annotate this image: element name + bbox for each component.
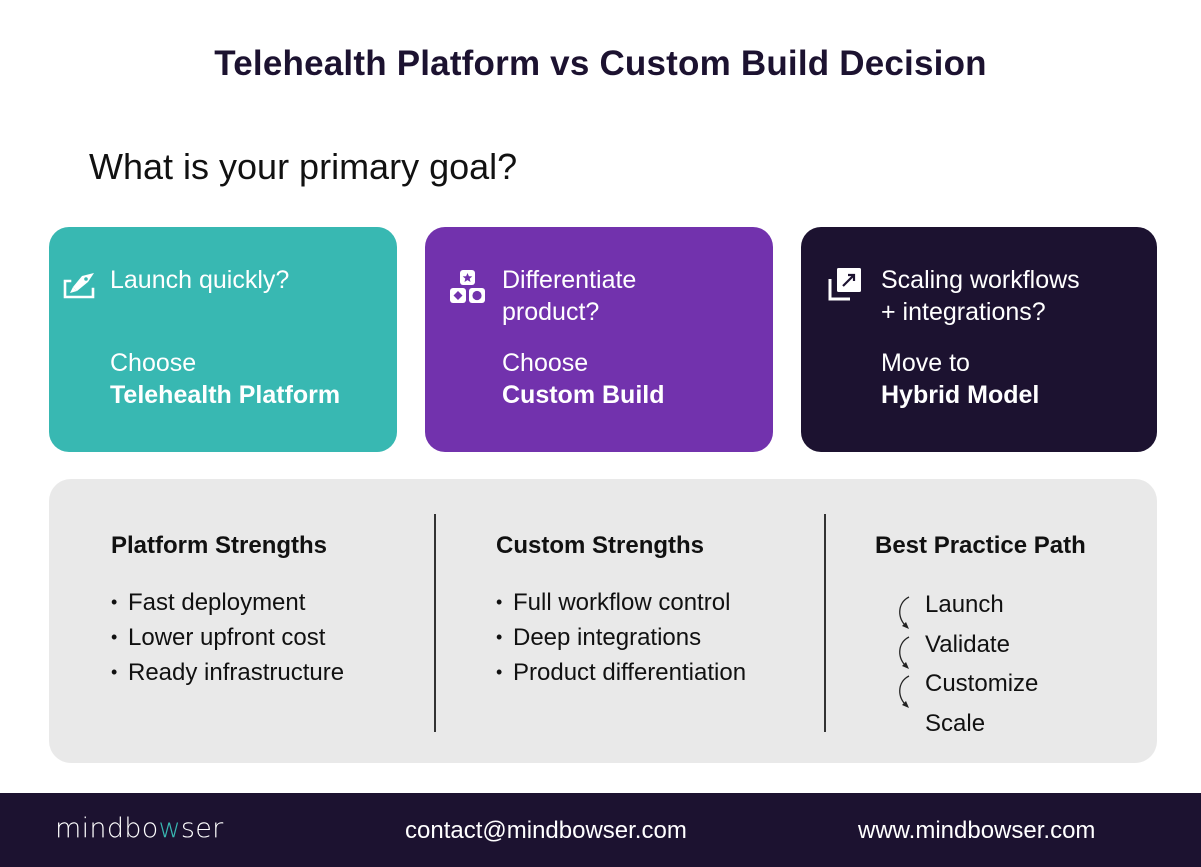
expand-scale-icon <box>828 267 864 303</box>
practice-path-steps: Launch Validate Customize Scale <box>899 585 1086 743</box>
footer: mindbowser contact@mindbowser.com www.mi… <box>0 793 1201 867</box>
contact-email-link[interactable]: contact@mindbowser.com <box>405 817 687 844</box>
curved-arrows-icon <box>899 596 910 708</box>
logo-accent: w <box>158 813 181 844</box>
page-title: Telehealth Platform vs Custom Build Deci… <box>214 44 987 83</box>
card-question-line1: Differentiate <box>502 266 637 294</box>
list-item: • Full workflow control <box>496 585 746 620</box>
list-item-text: Ready infrastructure <box>128 659 345 686</box>
card-question: Launch quickly? <box>110 266 290 294</box>
card-question: Scaling workflows + integrations? <box>881 264 1080 328</box>
primary-goal-question: What is your primary goal? <box>89 146 518 187</box>
list-item-text: Product differentiation <box>513 659 747 686</box>
custom-strengths-column: Custom Strengths • Full workflow control … <box>496 529 746 690</box>
column-divider <box>824 514 826 732</box>
platform-strengths-heading: Platform Strengths <box>111 532 328 559</box>
stacked-blocks-icon <box>449 269 485 305</box>
card-question-line2: product? <box>502 298 600 326</box>
platform-strengths-list: • Fast deployment • Lower upfront cost • Re… <box>111 585 344 690</box>
card-question: Differentiate product? <box>502 264 636 328</box>
bullet-icon: • <box>496 627 503 647</box>
custom-strengths-list: • Full workflow control • Deep integration… <box>496 585 746 690</box>
bullet-icon: • <box>496 662 503 682</box>
path-step-customize: Customize <box>925 670 1039 697</box>
bullet-icon: • <box>111 662 118 682</box>
card-action: Choose <box>110 349 197 377</box>
card-question-line1: Scaling workflows <box>881 266 1080 294</box>
bullet-icon: • <box>111 627 118 647</box>
rocket-laptop-icon <box>61 267 97 303</box>
card-recommendation: Choose Custom Build <box>502 347 665 411</box>
bullet-icon: • <box>111 592 118 612</box>
column-divider <box>434 514 436 732</box>
list-item: • Fast deployment <box>111 585 344 620</box>
card-scaling-workflows: Scaling workflows + integrations? Move t… <box>801 227 1157 452</box>
logo-text: mindbo <box>55 813 159 844</box>
list-item-text: Fast deployment <box>128 589 306 616</box>
path-step-scale: Scale <box>925 709 986 737</box>
list-item: • Ready infrastructure <box>111 655 344 690</box>
logo-text: ser <box>180 813 224 844</box>
list-item-text: Full workflow control <box>513 589 731 616</box>
best-practice-path-column: Best Practice Path Launch Validate Custo… <box>875 529 1086 743</box>
best-practice-path-heading: Best Practice Path <box>875 532 1086 559</box>
list-item: • Lower upfront cost <box>111 620 344 655</box>
card-result: Custom Build <box>502 381 665 409</box>
path-step-validate: Validate <box>925 630 1010 658</box>
card-question-line2: + integrations? <box>881 298 1046 326</box>
website-link[interactable]: www.mindbowser.com <box>858 817 1096 844</box>
path-step-launch: Launch <box>925 591 1004 618</box>
mindbowser-logo[interactable]: mindbowser <box>55 813 224 844</box>
list-item: • Deep integrations <box>496 620 746 655</box>
card-action: Move to <box>881 349 970 377</box>
card-recommendation: Move to Hybrid Model <box>881 347 1039 411</box>
card-launch-quickly: Launch quickly? Choose Telehealth Platfo… <box>49 227 397 452</box>
strengths-panel: Platform Strengths • Fast deployment • Low… <box>49 479 1157 763</box>
card-result: Hybrid Model <box>881 381 1040 409</box>
list-item-text: Lower upfront cost <box>128 624 326 651</box>
card-recommendation: Choose Telehealth Platform <box>110 347 340 411</box>
platform-strengths-column: Platform Strengths • Fast deployment • Low… <box>111 529 344 690</box>
card-action: Choose <box>502 349 589 377</box>
list-item-text: Deep integrations <box>513 624 702 651</box>
card-result: Telehealth Platform <box>110 381 341 409</box>
list-item: • Product differentiation <box>496 655 746 690</box>
card-differentiate-product: Differentiate product? Choose Custom Bui… <box>425 227 773 452</box>
custom-strengths-heading: Custom Strengths <box>496 532 705 559</box>
bullet-icon: • <box>496 592 503 612</box>
